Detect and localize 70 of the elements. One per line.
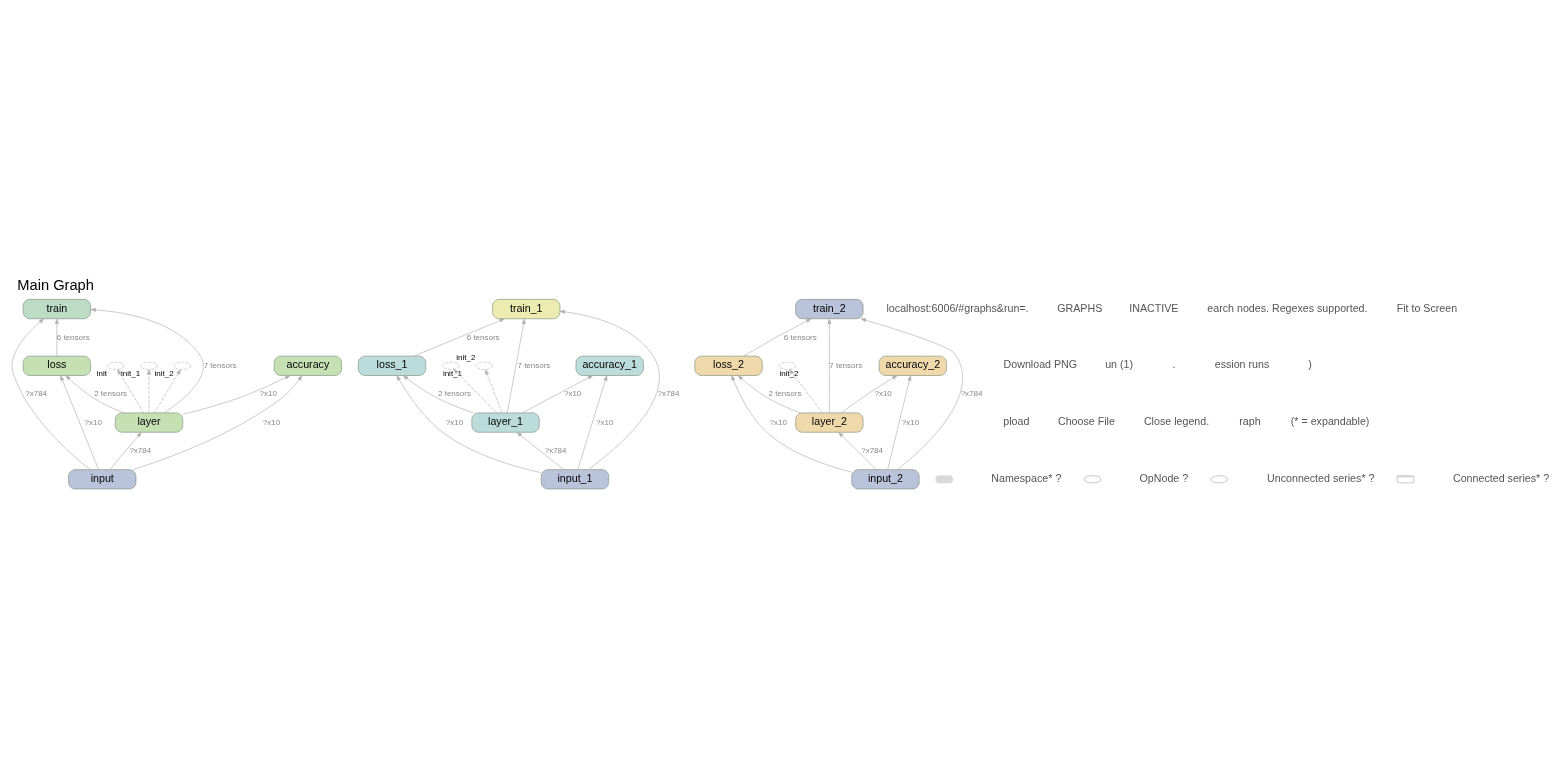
node-box: input_2 bbox=[851, 469, 920, 490]
arrow bbox=[789, 369, 823, 414]
label: (* = expandable) bbox=[1290, 415, 1370, 428]
legend-label: Connected series* ? bbox=[1452, 471, 1550, 484]
node-ellipse bbox=[140, 361, 158, 370]
arrow bbox=[522, 375, 594, 414]
node-box: loss_1 bbox=[358, 355, 427, 376]
arrow bbox=[731, 375, 852, 473]
node-ellipse bbox=[778, 361, 796, 370]
arrow bbox=[109, 432, 142, 470]
arrow bbox=[182, 375, 291, 415]
arrow bbox=[453, 369, 497, 414]
arrow bbox=[838, 432, 877, 470]
arrow bbox=[413, 318, 505, 357]
arrow bbox=[133, 375, 303, 470]
arrow bbox=[737, 375, 801, 414]
node-box: accuracy bbox=[273, 355, 342, 376]
label: earch nodes. Regexes supported. bbox=[1207, 301, 1368, 314]
node-box: layer bbox=[114, 412, 184, 433]
node-ellipse bbox=[442, 361, 460, 370]
arrow bbox=[402, 375, 475, 414]
label: localhost:6006/#graphs&run=. bbox=[886, 301, 1029, 314]
label: Fit to Screen bbox=[1396, 301, 1458, 314]
arrow bbox=[117, 369, 144, 414]
label: un (1) bbox=[1105, 358, 1134, 371]
arrow bbox=[743, 318, 812, 357]
label: GRAPHS bbox=[1057, 301, 1103, 314]
arrow bbox=[827, 318, 832, 414]
legend-label: Unconnected series* ? bbox=[1267, 471, 1375, 484]
label: INACTIVE bbox=[1129, 301, 1179, 314]
diagram-title: Main Graph bbox=[17, 277, 94, 294]
arrow bbox=[11, 318, 91, 470]
label: pload bbox=[1003, 415, 1030, 428]
node-box: layer_1 bbox=[471, 412, 540, 433]
node-box: train_1 bbox=[492, 299, 561, 320]
arrow bbox=[841, 375, 898, 414]
node-ellipse bbox=[106, 361, 125, 370]
legend-label: Namespace* ? bbox=[991, 471, 1062, 484]
node-ellipse bbox=[173, 361, 192, 370]
arrow bbox=[90, 307, 204, 414]
node-box: loss_2 bbox=[694, 355, 763, 376]
arrow bbox=[506, 318, 526, 414]
label: ) bbox=[1308, 358, 1312, 371]
arrow bbox=[559, 309, 660, 470]
label: Close legend. bbox=[1143, 415, 1210, 428]
label: Choose File bbox=[1057, 415, 1115, 428]
node-box: loss bbox=[22, 355, 91, 376]
arrow bbox=[60, 375, 99, 470]
node-box: input bbox=[68, 469, 137, 490]
label: raph bbox=[1239, 415, 1261, 428]
label: . bbox=[1172, 358, 1176, 371]
node-box: train bbox=[22, 299, 91, 320]
label: Download PNG bbox=[1003, 358, 1078, 371]
arrow bbox=[396, 375, 542, 474]
node-box: layer_2 bbox=[795, 412, 864, 433]
node-ellipse bbox=[475, 361, 493, 370]
node-box: input_1 bbox=[540, 469, 610, 490]
arrow bbox=[485, 369, 503, 414]
arrow bbox=[65, 375, 124, 414]
node-box: accuracy_2 bbox=[878, 355, 947, 376]
arrow bbox=[54, 318, 59, 357]
node-box: accuracy_1 bbox=[575, 355, 644, 376]
arrow bbox=[577, 375, 608, 470]
arrow bbox=[154, 369, 181, 414]
arrow bbox=[516, 432, 564, 470]
node-box: train_2 bbox=[795, 299, 864, 320]
arrow bbox=[860, 318, 963, 470]
arrow bbox=[887, 375, 912, 470]
legend-label: OpNode ? bbox=[1139, 471, 1189, 484]
label: ession runs bbox=[1214, 358, 1270, 371]
